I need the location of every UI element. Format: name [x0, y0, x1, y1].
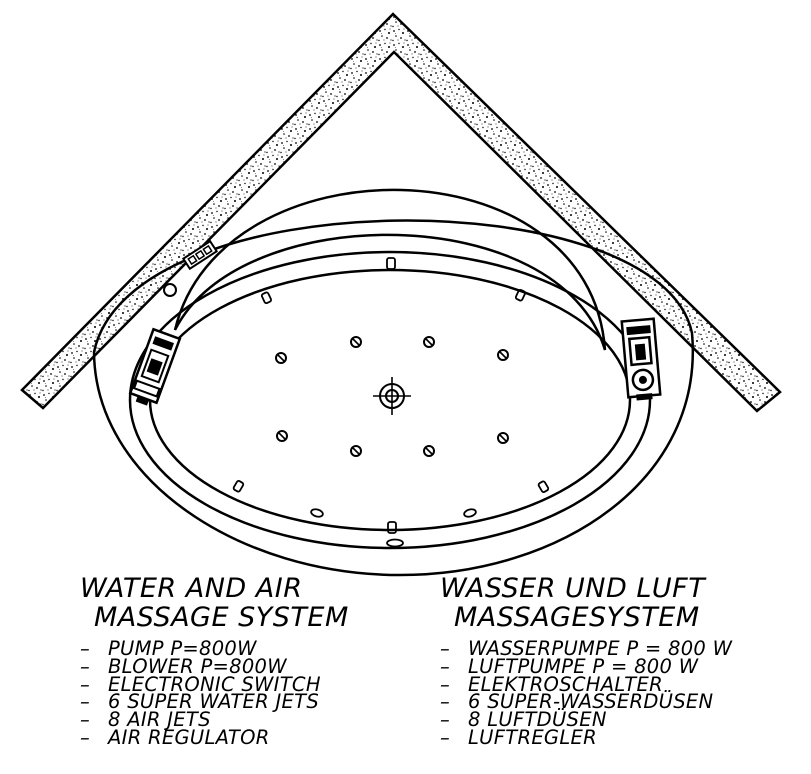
spec-item: –8 LUFTDÜSEN	[440, 708, 607, 732]
basin-outer-ring	[128, 250, 652, 550]
spec-title-line2: MASSAGESYSTEM	[454, 602, 700, 633]
spec-title-line1: WATER AND AIR	[80, 573, 303, 604]
spec-item: –LUFTPUMPE P = 800 W	[440, 654, 699, 678]
air-jet-icon	[387, 521, 397, 534]
basin-inner-ring	[148, 268, 632, 532]
air-jet-icon	[537, 480, 550, 493]
air-regulator-icon	[163, 283, 177, 297]
spec-item: –ELEKTROSCHALTER	[440, 672, 663, 696]
spec-item: –6 SUPER WATER JETS	[80, 690, 320, 714]
spec-item: –BLOWER P=800W	[80, 654, 287, 678]
air-jet-icon	[260, 291, 272, 305]
air-jet-icon	[232, 480, 245, 493]
spec-item: –8 AIR JETS	[80, 708, 211, 732]
water-jet-icon	[350, 445, 362, 457]
spec-german: WASSER UND LUFT MASSAGESYSTEM –WASSERPUM…	[440, 573, 733, 749]
spec-item: –WASSERPUMPE P = 800 W	[440, 637, 733, 660]
blower-icon	[128, 327, 182, 406]
drain-icon	[373, 377, 411, 415]
water-jet-icon	[423, 445, 435, 457]
water-jet-icon	[350, 336, 362, 348]
air-jet-icon	[310, 508, 324, 518]
spec-item: –PUMP P=800W	[80, 637, 257, 660]
water-jets	[275, 336, 509, 457]
air-jets	[232, 257, 550, 548]
air-jet-icon	[514, 288, 526, 302]
spec-list: –WASSERPUMPE P = 800 W –LUFTPUMPE P = 80…	[440, 637, 733, 749]
electronic-switch-icon	[181, 239, 219, 271]
water-jet-icon	[275, 352, 287, 364]
water-jet-icon	[423, 336, 435, 348]
spec-item: –ELECTRONIC SWITCH	[80, 672, 321, 696]
air-jet-icon	[386, 257, 396, 270]
air-jet-icon	[463, 508, 477, 518]
spec-item: –6 SUPER-WASSERDÜSEN	[440, 690, 714, 714]
spec-item: –LUFTREGLER	[440, 725, 597, 749]
water-jet-icon	[497, 349, 509, 361]
water-jet-icon	[497, 432, 509, 444]
pump-icon	[620, 317, 662, 401]
tub-outer-rim	[92, 219, 695, 577]
corner-wall	[20, 12, 782, 413]
spec-title-line2: MASSAGE SYSTEM	[94, 602, 349, 633]
spec-english: WATER AND AIR MASSAGE SYSTEM –PUMP P=800…	[80, 573, 349, 749]
spec-title-line1: WASSER UND LUFT	[440, 573, 706, 604]
spec-list: –PUMP P=800W –BLOWER P=800W –ELECTRONIC …	[80, 637, 349, 749]
air-jet-icon	[386, 538, 404, 548]
spec-item: –AIR REGULATOR	[80, 725, 270, 749]
water-jet-icon	[276, 430, 288, 442]
